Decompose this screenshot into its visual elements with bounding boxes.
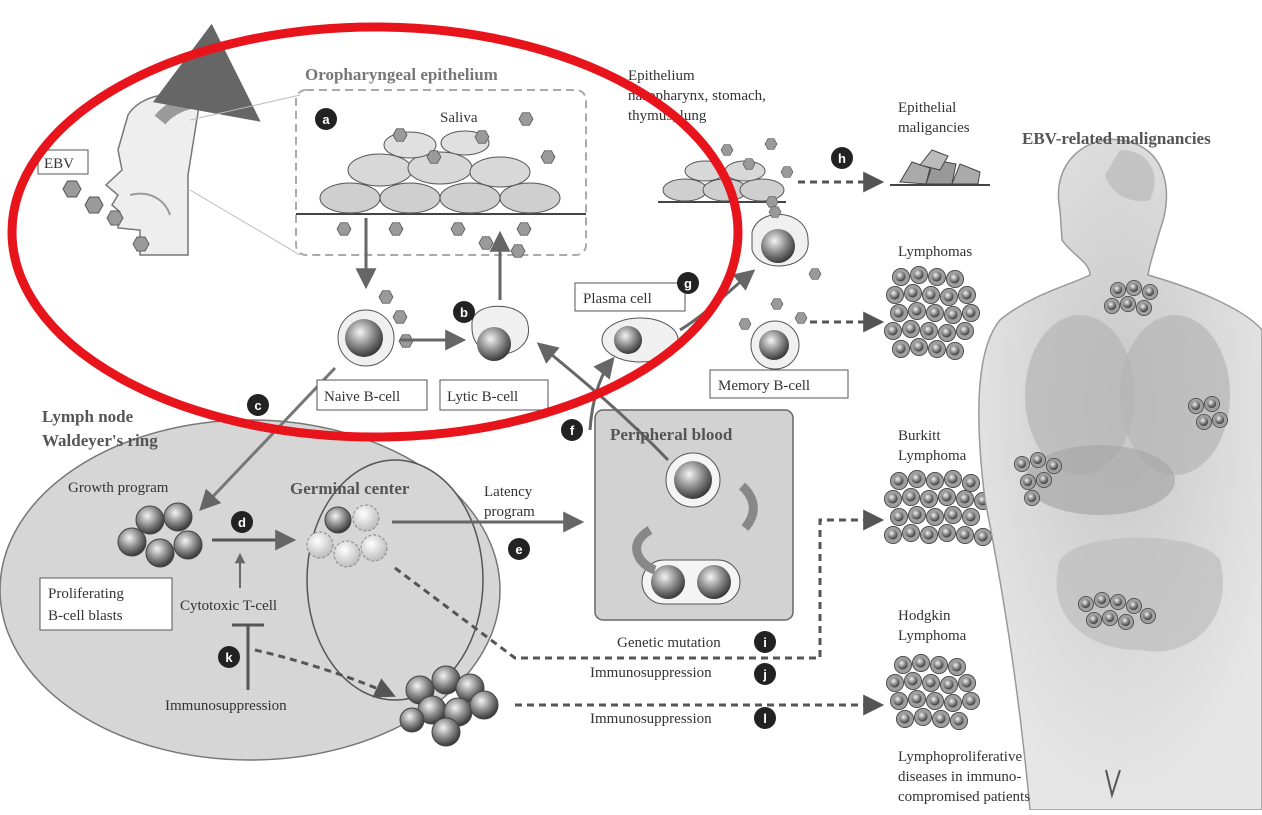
svg-text:g: g bbox=[684, 276, 692, 291]
hodgkin-label-line1: Hodgkin bbox=[898, 608, 951, 624]
naive-bcell-label: Naive B-cell bbox=[324, 389, 400, 405]
epithelium-label-line2: nasopharynx, stomach, bbox=[628, 88, 766, 104]
svg-text:a: a bbox=[322, 112, 330, 127]
svg-text:d: d bbox=[238, 515, 246, 530]
lymphomas-label: Lymphomas bbox=[898, 244, 972, 260]
badge-f: f bbox=[561, 419, 583, 441]
epithelial-malignancy-icon bbox=[890, 149, 990, 186]
germinal-center-cells bbox=[306, 504, 388, 568]
badge-c: c bbox=[247, 394, 269, 416]
proliferating-label-box bbox=[39, 577, 173, 631]
svg-text:b: b bbox=[460, 305, 468, 320]
svg-text:f: f bbox=[570, 423, 575, 438]
epithelial-malig-label-line2: maligancies bbox=[898, 120, 970, 136]
lpd-label-line3: compromised patients bbox=[898, 789, 1030, 805]
ebv-label: EBV bbox=[44, 156, 74, 172]
saliva-label: Saliva bbox=[440, 110, 478, 126]
immunosuppression-j-label: Immunosuppression bbox=[590, 665, 712, 681]
upper-epithelium bbox=[658, 160, 786, 203]
memory-bcell-label-box bbox=[709, 369, 849, 399]
immunosuppression-l-label: Immunosuppression bbox=[590, 711, 712, 727]
lpd-label-line1: Lymphoproliferative bbox=[898, 749, 1022, 765]
proliferating-label-line1: Proliferating bbox=[48, 586, 124, 602]
naive-bcell-label-box bbox=[316, 379, 428, 411]
oropharyngeal-label: Oropharyngeal epithelium bbox=[305, 65, 498, 84]
ebv-related-label: EBV-related malignancies bbox=[1022, 129, 1211, 148]
lytic-bcell-label: Lytic B-cell bbox=[447, 389, 518, 405]
badge-e: e bbox=[508, 538, 530, 560]
latency-label-line1: Latency bbox=[484, 484, 533, 500]
lytic-bcell-label-box bbox=[439, 379, 549, 411]
badge-g: g bbox=[677, 272, 699, 294]
lymphoma-cluster bbox=[884, 266, 980, 360]
svg-text:e: e bbox=[515, 542, 522, 557]
badge-k: k bbox=[218, 646, 240, 668]
cytotoxic-label: Cytotoxic T-cell bbox=[180, 598, 277, 614]
plasma-cell-label-box bbox=[574, 282, 686, 312]
genetic-mutation-label: Genetic mutation bbox=[617, 635, 721, 651]
burkitt-label-line1: Burkitt bbox=[898, 428, 941, 444]
badge-l: l bbox=[754, 707, 776, 729]
immunosuppression-left-label: Immunosuppression bbox=[165, 698, 287, 714]
badge-h: h bbox=[831, 147, 853, 169]
burkitt-cluster bbox=[884, 470, 992, 546]
svg-text:c: c bbox=[254, 398, 261, 413]
badge-b: b bbox=[453, 301, 475, 323]
head-illustration bbox=[104, 23, 301, 256]
proliferating-blasts bbox=[117, 502, 203, 568]
lymph-node-label-line2: Waldeyer's ring bbox=[42, 431, 158, 450]
epithelial-malig-label-line1: Epithelial bbox=[898, 100, 956, 116]
badge-a: a bbox=[315, 108, 337, 130]
peripheral-blood-label: Peripheral blood bbox=[610, 425, 733, 444]
germinal-center-label: Germinal center bbox=[290, 479, 410, 498]
hodgkin-cluster bbox=[886, 654, 980, 730]
badge-i: i bbox=[754, 631, 776, 653]
ebv-label-box bbox=[37, 149, 89, 175]
oropharyngeal-box bbox=[295, 89, 587, 256]
plasma-cell-label: Plasma cell bbox=[583, 291, 652, 307]
lpd-label-line2: diseases in immuno- bbox=[898, 769, 1021, 785]
epithelium-label-line1: Epithelium bbox=[628, 68, 695, 84]
svg-text:h: h bbox=[838, 151, 846, 166]
latency-label-line2: program bbox=[484, 504, 535, 520]
badge-j: j bbox=[754, 663, 776, 685]
lpd-cluster bbox=[399, 665, 499, 747]
burkitt-label-line2: Lymphoma bbox=[898, 448, 967, 464]
badge-d: d bbox=[231, 511, 253, 533]
memory-bcell-label: Memory B-cell bbox=[718, 378, 810, 394]
svg-text:k: k bbox=[225, 650, 233, 665]
human-body-illustration bbox=[978, 138, 1262, 811]
highlight-ellipse bbox=[7, 22, 743, 442]
svg-text:i: i bbox=[763, 635, 767, 650]
growth-program-label: Growth program bbox=[68, 480, 169, 496]
svg-text:l: l bbox=[763, 711, 767, 726]
proliferating-label-line2: B-cell blasts bbox=[48, 608, 123, 624]
epithelial-cells bbox=[296, 130, 586, 215]
hodgkin-label-line2: Lymphoma bbox=[898, 628, 967, 644]
svg-text:j: j bbox=[762, 667, 767, 682]
lymph-node-label-line1: Lymph node bbox=[42, 407, 134, 426]
